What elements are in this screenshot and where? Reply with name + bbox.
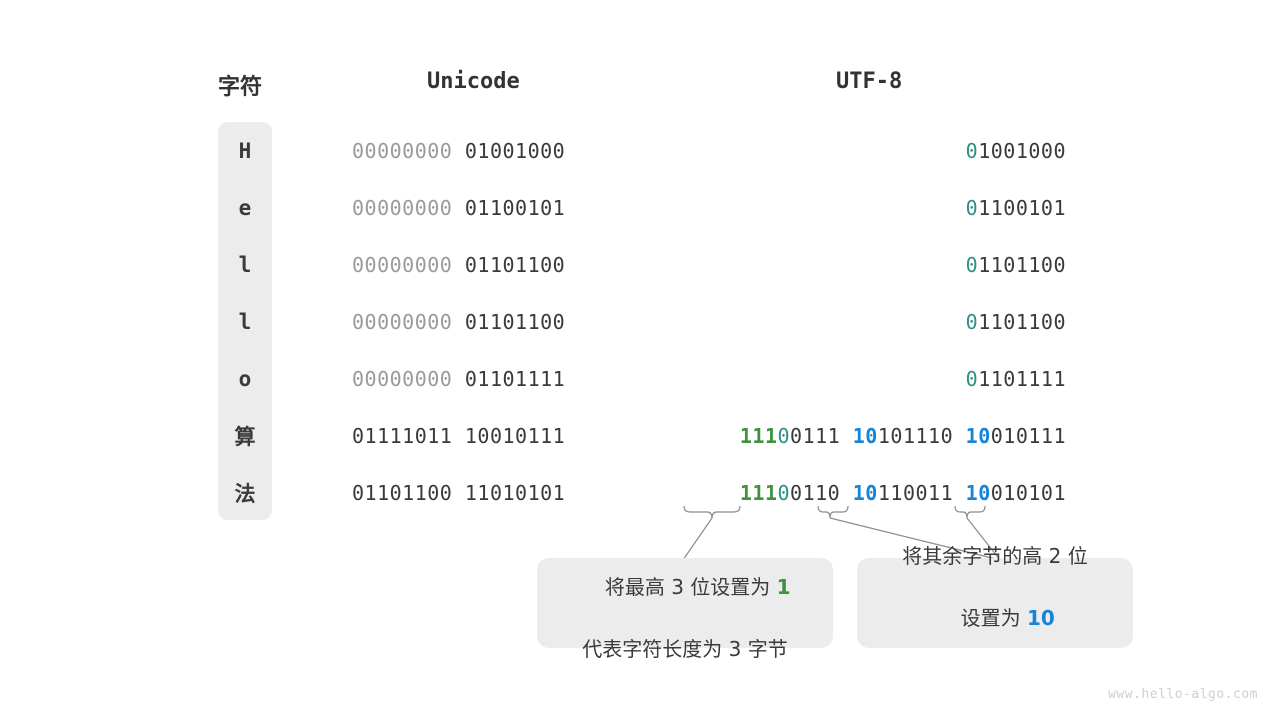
utf8-bit-group: 10 xyxy=(852,424,878,448)
callout-1-highlight: 1 xyxy=(776,575,791,599)
utf8-bits: 01101100 xyxy=(966,255,1066,275)
byte-separator xyxy=(452,253,465,277)
utf8-bit-group: 10 xyxy=(965,424,991,448)
character-glyph: l xyxy=(238,252,252,277)
unicode-high-byte: 01111011 xyxy=(352,424,453,448)
unicode-high-byte: 00000000 xyxy=(352,253,453,277)
byte-separator xyxy=(452,481,465,505)
callout-1-line-2: 代表字符长度为 3 字节 xyxy=(582,637,788,661)
utf8-bit-group: 0 xyxy=(965,253,979,277)
unicode-bits: 00000000 01101100 xyxy=(352,255,565,275)
utf8-bit-group: 10 xyxy=(852,481,878,505)
character-glyph: 法 xyxy=(234,481,256,506)
byte-separator xyxy=(452,310,465,334)
unicode-high-byte: 00000000 xyxy=(352,310,453,334)
byte-separator xyxy=(452,367,465,391)
character-cell: o xyxy=(218,350,272,407)
character-glyph: e xyxy=(238,195,252,220)
unicode-high-byte: 00000000 xyxy=(352,196,453,220)
utf8-bit-group: 1101111 xyxy=(978,367,1066,391)
column-header-character: 字符 xyxy=(218,75,263,100)
unicode-high-byte: 00000000 xyxy=(352,367,453,391)
unicode-bits: 00000000 01100101 xyxy=(352,198,565,218)
column-header-unicode: Unicode xyxy=(427,69,520,94)
utf8-bit-group: 1101100 xyxy=(978,253,1066,277)
unicode-bits: 00000000 01001000 xyxy=(352,141,565,161)
unicode-bits: 00000000 01101111 xyxy=(352,369,565,389)
utf8-bit-group: 101110 xyxy=(877,424,966,448)
callout-1-line-1-text: 将最高 3 位设置为 xyxy=(604,575,777,599)
utf8-bit-group: 0 xyxy=(965,310,979,334)
character-cell: l xyxy=(218,293,272,350)
callout-2-line-2-text: 设置为 xyxy=(960,606,1027,630)
utf8-bits: 11100111 10101110 10010111 xyxy=(740,426,1066,446)
utf8-bits: 01101100 xyxy=(966,312,1066,332)
utf8-bits: 01100101 xyxy=(966,198,1066,218)
character-glyph: l xyxy=(238,309,252,334)
utf8-bit-group: 111 xyxy=(739,424,778,448)
unicode-low-byte: 01101111 xyxy=(464,367,566,391)
utf8-bit-group: 1001000 xyxy=(978,139,1066,163)
character-cell: e xyxy=(218,179,272,236)
callout-continuation-bits: 将其余字节的高 2 位 设置为 10 xyxy=(857,544,1133,648)
utf8-bit-group: 010101 xyxy=(990,481,1066,505)
unicode-high-byte: 00000000 xyxy=(352,139,453,163)
unicode-low-byte: 01101100 xyxy=(464,310,566,334)
utf8-bit-group: 111 xyxy=(739,481,778,505)
utf8-bit-group: 110011 xyxy=(877,481,966,505)
site-watermark: www.hello-algo.com xyxy=(1108,687,1258,702)
utf8-bit-group: 1100101 xyxy=(978,196,1066,220)
character-column-strip xyxy=(218,122,272,520)
callout-leading-bits: 将最高 3 位设置为 1 代表字符长度为 3 字节 xyxy=(537,558,833,661)
utf8-bit-group: 0 xyxy=(777,481,791,505)
callout-2-line-2: 设置为 10 xyxy=(935,572,1055,665)
callout-1-line-1: 将最高 3 位设置为 1 xyxy=(579,541,791,634)
unicode-bits: 01111011 10010111 xyxy=(352,426,565,446)
unicode-bits: 01101100 11010101 xyxy=(352,483,565,503)
character-glyph: 算 xyxy=(234,424,256,449)
unicode-low-byte: 01100101 xyxy=(464,196,566,220)
unicode-bits: 00000000 01101100 xyxy=(352,312,565,332)
character-cell: l xyxy=(218,236,272,293)
callout-2-highlight: 10 xyxy=(1026,606,1055,630)
utf8-bits: 01101111 xyxy=(966,369,1066,389)
utf8-bits: 11100110 10110011 10010101 xyxy=(740,483,1066,503)
utf8-bit-group: 0 xyxy=(965,139,979,163)
callout-2-line-1: 将其余字节的高 2 位 xyxy=(902,544,1088,568)
character-glyph: H xyxy=(238,138,252,163)
utf8-bit-group: 0 xyxy=(965,196,979,220)
unicode-low-byte: 11010101 xyxy=(464,481,566,505)
character-glyph: o xyxy=(238,366,252,391)
column-header-utf8: UTF-8 xyxy=(836,69,903,94)
unicode-low-byte: 10010111 xyxy=(464,424,566,448)
utf8-bit-group: 0111 xyxy=(790,424,853,448)
utf8-bit-group: 1101100 xyxy=(978,310,1066,334)
unicode-low-byte: 01001000 xyxy=(464,139,566,163)
utf8-bit-group: 10 xyxy=(965,481,991,505)
unicode-low-byte: 01101100 xyxy=(464,253,566,277)
byte-separator xyxy=(452,139,465,163)
byte-separator xyxy=(452,196,465,220)
utf8-bit-group: 0110 xyxy=(790,481,853,505)
character-cell: H xyxy=(218,122,272,179)
utf8-bit-group: 010111 xyxy=(990,424,1066,448)
utf8-bits: 01001000 xyxy=(966,141,1066,161)
character-cell: 法 xyxy=(218,464,272,521)
character-cell: 算 xyxy=(218,407,272,464)
utf8-bit-group: 0 xyxy=(965,367,979,391)
utf8-bit-group: 0 xyxy=(777,424,791,448)
byte-separator xyxy=(452,424,465,448)
unicode-high-byte: 01101100 xyxy=(352,481,453,505)
